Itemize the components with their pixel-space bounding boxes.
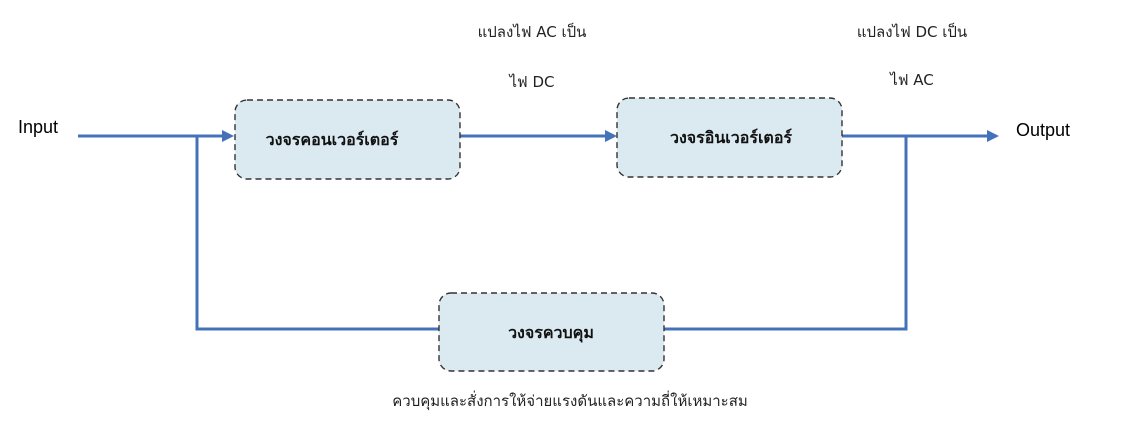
- converter-to-inverter-arrowhead: [605, 130, 617, 142]
- inverter-block: [616, 97, 843, 178]
- controller-note: ควบคุมและสั่งการให้จ่ายแรงดันและความถี่ใ…: [392, 390, 748, 411]
- output-label: Output: [1016, 120, 1070, 140]
- controller-block: [438, 292, 665, 372]
- feedback-input-wire: [195, 136, 439, 331]
- feedback-output-wire: [664, 136, 908, 331]
- converter-block: [234, 99, 461, 180]
- converter-block-label: วงจรคอนเวอร์เตอร์: [266, 130, 399, 149]
- inverter-note-line-1: แปลงไฟ DC เป็น: [857, 22, 967, 41]
- inverter-block-label: วงจรอินเวอร์เตอร์: [670, 128, 792, 147]
- converter-note-line-1: แปลงไฟ AC เป็น: [478, 22, 587, 41]
- input-label: Input: [18, 117, 58, 137]
- output-arrowhead: [987, 130, 999, 142]
- inverter-note-line-2: ไฟ AC: [889, 71, 933, 89]
- controller-block-label: วงจรควบคุม: [508, 323, 594, 343]
- input-arrowhead: [222, 130, 234, 142]
- converter-note-line-2: ไฟ DC: [509, 73, 555, 91]
